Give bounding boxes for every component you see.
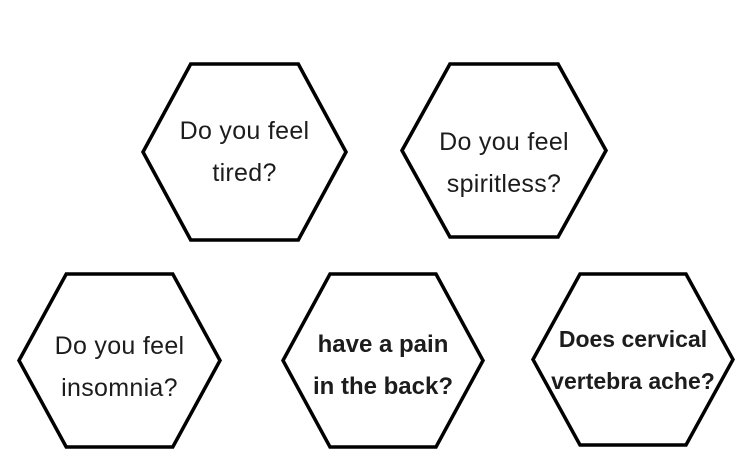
hexagon-outline — [16, 272, 223, 449]
hexagon-back-pain: have a pain in the back? — [281, 272, 485, 449]
hexagon-text-line2: insomnia? — [61, 373, 178, 402]
hexagon-tired: Do you feel tired? — [140, 62, 349, 242]
hexagon-shape — [140, 62, 349, 242]
hexagon-outline — [140, 62, 349, 242]
hexagon-cervical-vertebra: Does cervical vertebra ache? — [531, 272, 735, 447]
hexagon-text-line1: Do you feel — [179, 117, 310, 145]
hexagon-outline — [531, 272, 735, 447]
hexagon-back-pain-label: have a pain in the back? — [283, 279, 483, 452]
hexagon-spiritless: Do you feel spiritless? — [399, 62, 609, 239]
hexagon-shape — [531, 272, 735, 447]
hexagon-cervical-vertebra-label: Does cervical vertebra ache? — [533, 274, 733, 445]
hexagon-outline — [399, 62, 609, 239]
hexagon-tired-label: Do you feel tired? — [143, 64, 346, 240]
hexagon-insomnia-label: Do you feel insomnia? — [19, 280, 220, 453]
hexagon-text-line1: Do you feel — [439, 127, 569, 156]
hexagon-insomnia: Do you feel insomnia? — [16, 272, 223, 449]
hexagon-text-line1: have a pain — [317, 330, 449, 358]
hexagon-text-line1: Does cervical — [558, 325, 708, 352]
hexagon-spiritless-label: Do you feel spiritless? — [402, 76, 606, 249]
hexagon-shape — [281, 272, 485, 449]
hexagon-shape — [399, 62, 609, 239]
hexagon-text-line2: tired? — [212, 159, 277, 187]
hexagon-text-line2: in the back? — [312, 372, 454, 400]
hexagon-text-line1: Do you feel — [54, 331, 185, 360]
hexagon-text-line2: spiritless? — [446, 169, 562, 198]
hexagon-outline — [281, 272, 485, 449]
hexagon-shape — [16, 272, 223, 449]
hexagon-text-line2: vertebra ache? — [551, 367, 715, 394]
